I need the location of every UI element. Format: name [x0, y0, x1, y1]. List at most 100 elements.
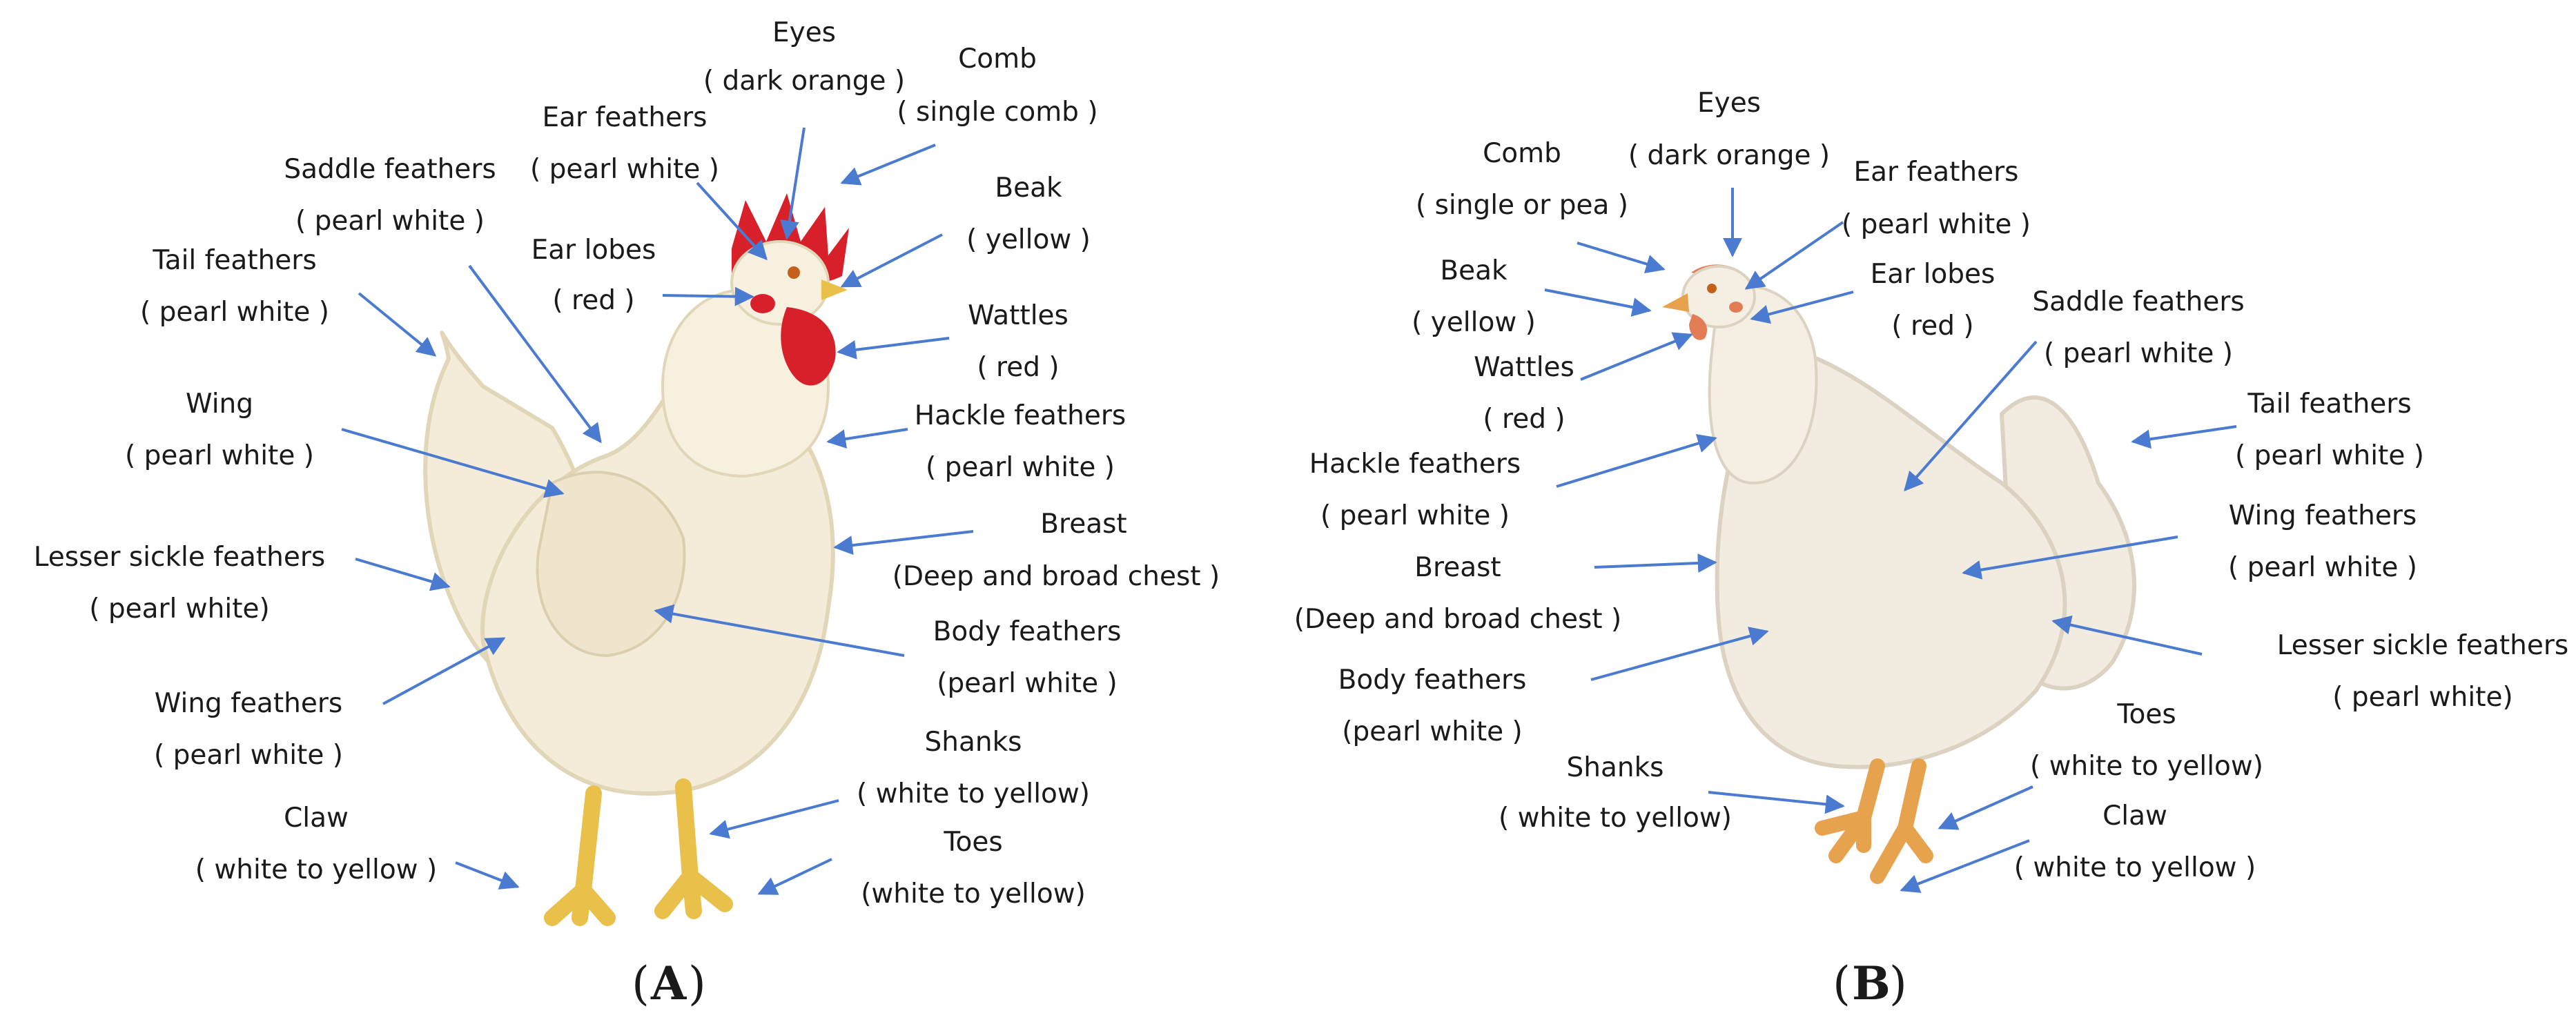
arrow-b-wattles — [1580, 332, 1693, 381]
hen-illustration — [1662, 264, 2136, 884]
arrow-b-hackle-feathers — [1556, 433, 1717, 488]
rooster-ear-lobe — [750, 294, 775, 313]
arrow-b-claw — [1900, 839, 2030, 893]
svg-text:Ear lobes: Ear lobes — [1871, 259, 1996, 290]
label-b-breast: Breast (Deep and broad chest ) — [1294, 552, 1621, 635]
arrow-a-claw — [455, 861, 520, 890]
svg-text:Hackle feathers: Hackle feathers — [1309, 449, 1521, 480]
label-a-beak: Beak ( yellow ) — [966, 173, 1091, 255]
svg-text:( single or pea ): ( single or pea ) — [1416, 190, 1628, 221]
svg-text:Wing: Wing — [186, 389, 253, 420]
arrow-a-saddle-feathers — [468, 264, 602, 444]
rooster-eye — [788, 266, 800, 279]
arrow-a-lesser-sickle-feathers — [355, 558, 451, 591]
arrow-a-wing-feathers — [382, 637, 506, 705]
svg-text:( pearl white ): ( pearl white ) — [2235, 440, 2424, 471]
svg-text:Wing feathers: Wing feathers — [2229, 500, 2417, 531]
svg-text:( white to yellow ): ( white to yellow ) — [2014, 852, 2256, 883]
svg-text:( white to yellow): ( white to yellow) — [857, 778, 1090, 809]
label-a-tail-feathers: Tail feathers ( pearl white ) — [140, 245, 329, 328]
svg-text:(Deep and broad chest ): (Deep and broad chest ) — [1294, 604, 1621, 635]
svg-text:( white to yellow): ( white to yellow) — [2030, 751, 2263, 782]
arrows-b — [1544, 188, 2237, 893]
panel-a: Eyes ( dark orange ) Comb ( single comb … — [34, 17, 1220, 1010]
svg-text:Comb: Comb — [1483, 138, 1561, 169]
svg-text:( red ): ( red ) — [1891, 311, 1973, 342]
arrow-a-comb — [840, 144, 936, 186]
svg-text:Breast: Breast — [1040, 509, 1126, 540]
svg-text:Body feathers: Body feathers — [1338, 665, 1527, 696]
svg-text:Claw: Claw — [2102, 801, 2167, 832]
label-a-saddle-feathers: Saddle feathers ( pearl white ) — [284, 154, 496, 237]
svg-text:B: B — [1852, 956, 1891, 1010]
rooster-leg-right — [654, 778, 733, 919]
hen-beak — [1662, 293, 1689, 312]
label-a-wing-feathers: Wing feathers ( pearl white ) — [154, 688, 343, 771]
svg-text:( dark orange ): ( dark orange ) — [1628, 140, 1830, 171]
svg-text:( pearl white): ( pearl white) — [2332, 682, 2512, 713]
label-a-body-feathers: Body feathers (pearl white ) — [933, 616, 1122, 699]
label-b-tail-feathers: Tail feathers ( pearl white ) — [2235, 389, 2424, 471]
rooster-leg-left — [544, 785, 616, 926]
label-b-claw: Claw ( white to yellow ) — [2014, 801, 2256, 883]
label-b-lesser-sickle-feathers: Lesser sickle feathers ( pearl white) — [2277, 630, 2569, 713]
svg-text:( pearl white ): ( pearl white ) — [295, 206, 485, 237]
hen-neck — [1708, 285, 1818, 485]
svg-text:Body feathers: Body feathers — [933, 616, 1122, 647]
svg-text:A: A — [650, 956, 687, 1010]
svg-text:( pearl white ): ( pearl white ) — [125, 440, 314, 471]
label-b-beak: Beak ( yellow ) — [1412, 255, 1536, 338]
svg-text:Wattles: Wattles — [1474, 352, 1574, 383]
arrow-b-ear-lobes — [1750, 291, 1854, 324]
svg-text:( pearl white ): ( pearl white ) — [1842, 209, 2031, 240]
arrow-b-beak — [1544, 288, 1652, 317]
label-a-ear-lobes: Ear lobes ( red ) — [531, 235, 656, 316]
arrow-a-breast — [833, 530, 974, 556]
svg-text:Beak: Beak — [1440, 255, 1507, 286]
svg-text:Ear lobes: Ear lobes — [531, 235, 656, 266]
svg-text:( yellow ): ( yellow ) — [1412, 307, 1536, 338]
svg-text:): ) — [1889, 957, 1907, 1010]
arrow-a-shanks — [709, 799, 839, 839]
arrow-b-ear-feathers — [1744, 221, 1844, 290]
svg-text:( pearl white ): ( pearl white ) — [1320, 500, 1510, 531]
svg-text:Saddle feathers: Saddle feathers — [284, 154, 496, 185]
label-a-hackle-feathers: Hackle feathers ( pearl white ) — [915, 400, 1126, 483]
svg-text:( white to yellow ): ( white to yellow ) — [195, 854, 437, 885]
svg-text:( pearl white ): ( pearl white ) — [926, 452, 1115, 483]
svg-text:( red ): ( red ) — [977, 352, 1059, 383]
arrow-a-eyes — [780, 127, 806, 240]
svg-text:( pearl white ): ( pearl white ) — [2228, 552, 2417, 583]
svg-text:Tail feathers: Tail feathers — [152, 245, 316, 276]
svg-text:( white to yellow): ( white to yellow) — [1499, 803, 1732, 834]
arrow-b-lesser-sickle-feathers — [2051, 615, 2203, 656]
label-b-ear-lobes: Ear lobes ( red ) — [1871, 259, 1996, 342]
arrow-a-body-feathers — [654, 604, 905, 657]
svg-text:Eyes: Eyes — [772, 17, 836, 48]
label-a-claw: Claw ( white to yellow ) — [195, 803, 437, 885]
svg-text:Toes: Toes — [943, 827, 1002, 858]
svg-text:Shanks: Shanks — [1567, 752, 1664, 783]
arrow-a-tail-feathers — [358, 292, 437, 357]
label-a-wing: Wing ( pearl white ) — [125, 389, 314, 471]
svg-text:Shanks: Shanks — [925, 727, 1022, 758]
svg-text:( pearl white ): ( pearl white ) — [140, 297, 329, 328]
svg-text:Saddle feathers: Saddle feathers — [2032, 286, 2244, 317]
arrow-b-shanks — [1708, 791, 1845, 814]
arrow-b-tail-feathers — [2131, 425, 2237, 449]
rooster-beak — [821, 279, 848, 300]
label-b-hackle-feathers: Hackle feathers ( pearl white ) — [1309, 449, 1521, 531]
svg-text:(: ( — [632, 957, 650, 1010]
hen-ear-lobe — [1729, 302, 1743, 313]
svg-text:Hackle feathers: Hackle feathers — [915, 400, 1126, 431]
panel-b-caption: ( B ) — [1833, 956, 1907, 1010]
arrow-a-toes — [757, 858, 832, 895]
hen-leg-left — [1815, 758, 1885, 863]
svg-text:(Deep and broad chest ): (Deep and broad chest ) — [892, 561, 1220, 592]
svg-text:( dark orange ): ( dark orange ) — [703, 66, 905, 97]
label-a-ear-feathers: Ear feathers ( pearl white ) — [530, 102, 719, 185]
label-b-saddle-feathers: Saddle feathers ( pearl white ) — [2032, 286, 2244, 369]
svg-text:Wing feathers: Wing feathers — [155, 688, 342, 719]
svg-text:( red ): ( red ) — [552, 285, 634, 316]
